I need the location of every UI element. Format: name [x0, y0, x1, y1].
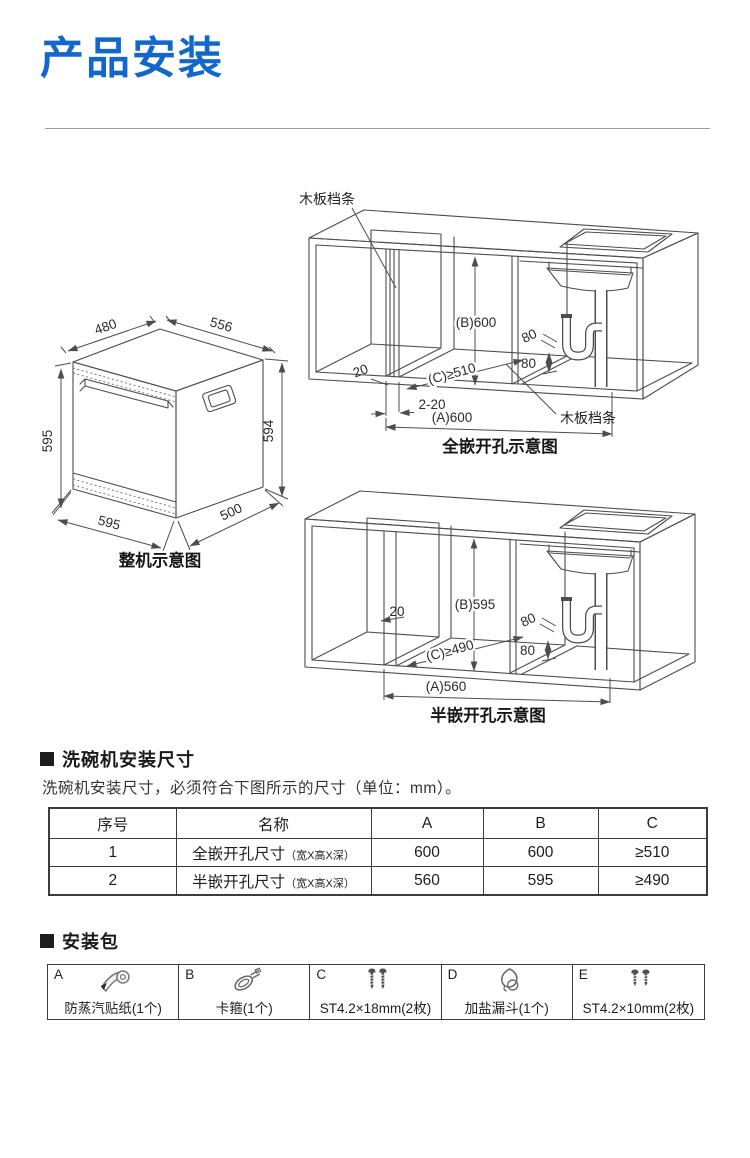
- cabinet1-side: [642, 232, 699, 400]
- install-size-table: 序号 名称 A B C 1 全嵌开孔尺寸（宽X高X深） 600 600 ≥510…: [48, 807, 708, 896]
- screws-short-icon: [631, 969, 650, 986]
- machine-top-face: [72, 328, 264, 392]
- col-header-no: 序号: [48, 807, 177, 839]
- item-label: 卡箍(1个): [215, 1001, 273, 1016]
- table-row: 2 半嵌开孔尺寸（宽X高X深） 560 595 ≥490: [48, 866, 708, 896]
- cabinet1-countertop: [308, 209, 699, 259]
- item-label: 加盐漏斗(1个): [464, 1001, 549, 1016]
- half-embed-caption: 半嵌开孔示意图: [430, 705, 546, 725]
- cell-c: ≥490: [597, 866, 708, 896]
- cell-name: 半嵌开孔尺寸（宽X高X深）: [175, 866, 372, 896]
- dim-80a-full: 80: [519, 326, 539, 346]
- dim-80b-full: 80: [521, 356, 536, 371]
- item-key: B: [185, 967, 195, 982]
- dim-595-bottom: 595: [96, 512, 122, 532]
- cell-c: ≥510: [597, 838, 708, 867]
- dim-80b-half: 80: [520, 643, 535, 658]
- dim-500: 500: [218, 500, 245, 523]
- sink-basin-2: [546, 544, 634, 575]
- dim-c-full: (C)≥510: [426, 360, 477, 387]
- sink-cutout: [559, 228, 673, 253]
- package-item-c: C ST4.2×18mm(2枚): [310, 965, 442, 1019]
- table-row: 1 全嵌开孔尺寸（宽X高X深） 600 600 ≥510: [48, 838, 708, 867]
- package-item-e: E ST4.2×10mm(2枚): [573, 965, 704, 1019]
- cell-no: 2: [48, 866, 177, 896]
- dim-range-full: 2-20: [418, 397, 445, 412]
- dim-b-half: (B)595: [455, 597, 496, 612]
- dim-20-half: 20: [389, 604, 404, 619]
- page-title: 产品安装: [40, 34, 224, 83]
- cell-b: 600: [482, 838, 599, 867]
- screws-long-icon: [368, 968, 387, 989]
- row-name: 半嵌开孔尺寸: [192, 873, 286, 891]
- col-header-c: C: [597, 807, 708, 839]
- package-section-heading: 安装包: [40, 928, 119, 954]
- section-bullet: [40, 752, 54, 766]
- section-bullet: [40, 934, 54, 948]
- row-name-sub: （宽X高X深）: [285, 849, 355, 862]
- size-note: 洗碗机安装尺寸，必须符合下图所示的尺寸（单位：mm）。: [42, 780, 462, 797]
- machine-diagram: 480 556 595 594 595 500: [40, 314, 289, 570]
- side-handle-recess: [202, 384, 237, 413]
- item-key: D: [447, 967, 458, 982]
- package-item-b: B 卡箍(1个): [179, 965, 311, 1019]
- machine-caption: 整机示意图: [119, 550, 202, 570]
- row-name: 全嵌开孔尺寸: [192, 845, 286, 863]
- package-section-title: 安装包: [62, 932, 119, 952]
- dim-a-half: (A)560: [426, 679, 467, 694]
- item-key: A: [54, 967, 64, 982]
- cell-no: 1: [48, 838, 177, 867]
- dim-595-left: 595: [40, 430, 55, 453]
- cabinet2-side: [639, 513, 696, 691]
- col-header-a: A: [370, 807, 484, 839]
- half-embed-diagram: 80 80 (B)595 20 (C)≥490 (A)560 半嵌开孔示意图: [304, 490, 696, 725]
- item-label: 防蒸汽贴纸(1个): [64, 1001, 162, 1016]
- title-divider: [45, 128, 710, 129]
- dim-594: 594: [261, 419, 276, 442]
- size-section-title: 洗碗机安装尺寸: [62, 750, 195, 770]
- machine-side-face: [175, 359, 264, 519]
- package-item-a: A 防蒸汽贴纸(1个): [48, 965, 180, 1019]
- item-label: ST4.2×18mm(2枚): [319, 1001, 432, 1016]
- full-embed-diagram: 80 80 (B)600 (C)≥510 20 2-20 (A)600: [299, 191, 699, 456]
- col-header-name: 名称: [175, 807, 372, 839]
- package-item-d: D 加盐漏斗(1个): [442, 965, 573, 1019]
- full-embed-caption: 全嵌开孔示意图: [441, 436, 558, 456]
- item-key: E: [578, 967, 588, 982]
- row-name-sub: （宽X高X深）: [285, 877, 355, 890]
- machine-front-door: [72, 361, 177, 519]
- clamp-icon: [234, 967, 262, 991]
- drain-pipes: [561, 290, 608, 387]
- size-table-header-row: 序号 名称 A B C: [48, 807, 708, 839]
- batten-label-bottom: 木板档条: [560, 410, 616, 426]
- cell-name: 全嵌开孔尺寸（宽X高X深）: [175, 838, 372, 867]
- dim-b-full: (B)600: [456, 315, 497, 330]
- batten-label-top: 木板档条: [299, 191, 355, 207]
- item-key: C: [316, 967, 327, 982]
- drain-pipes-2: [561, 573, 608, 670]
- dim-556: 556: [208, 314, 234, 335]
- package-table: A 防蒸汽贴纸(1个) B 卡箍(1个) C: [47, 964, 705, 1020]
- funnel-icon: [500, 968, 519, 992]
- cell-a: 560: [370, 866, 484, 896]
- dim-20-full: 20: [351, 361, 370, 380]
- installation-diagrams: 480 556 595 594 595 500: [40, 191, 699, 725]
- col-header-b: B: [482, 807, 599, 839]
- dim-a-full: (A)600: [432, 410, 473, 425]
- item-label: ST4.2×10mm(2枚): [582, 1001, 695, 1016]
- sticker-roll-icon: [100, 970, 130, 993]
- dim-80a-half: 80: [518, 610, 538, 630]
- sink-cutout-2: [559, 509, 673, 535]
- door-handle: [79, 378, 174, 409]
- dim-480: 480: [92, 316, 118, 338]
- cell-a: 600: [370, 838, 484, 867]
- size-section-heading: 洗碗机安装尺寸: [40, 746, 195, 772]
- cell-b: 595: [482, 866, 599, 896]
